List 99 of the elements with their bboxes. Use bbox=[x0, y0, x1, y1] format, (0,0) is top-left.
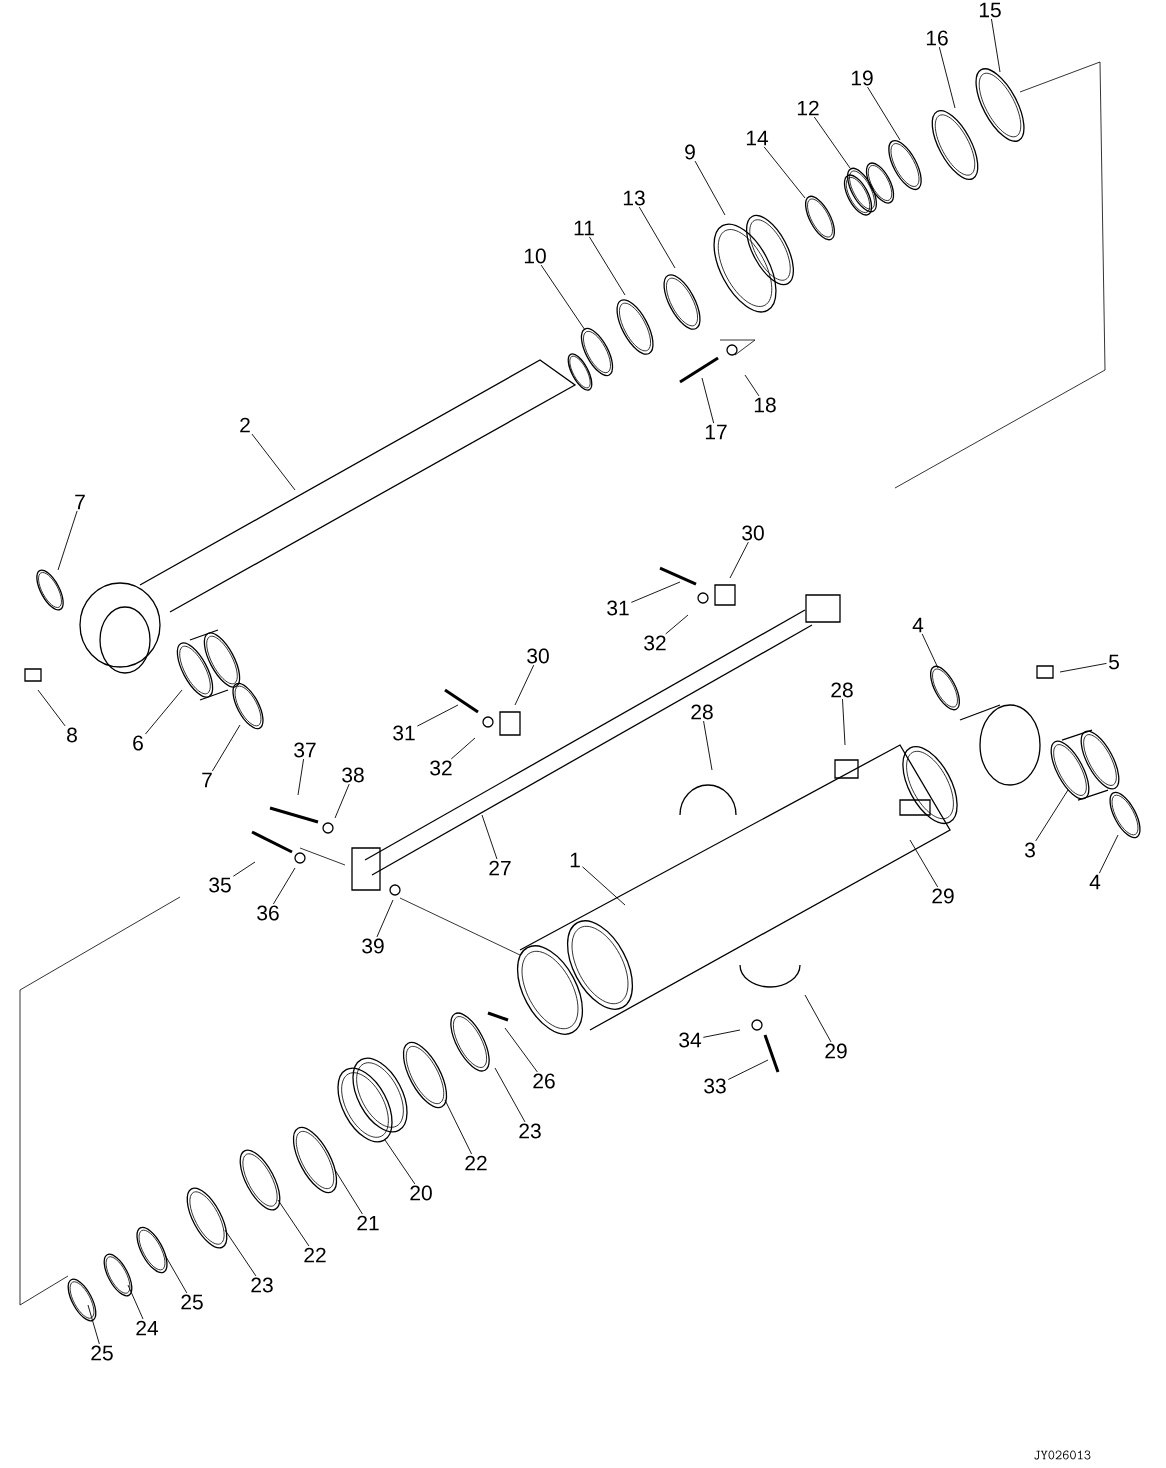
leader-line bbox=[273, 867, 296, 905]
callout-number: 13 bbox=[623, 190, 645, 206]
leader-line bbox=[729, 541, 749, 579]
leader-line bbox=[514, 664, 535, 706]
leader-line bbox=[416, 704, 459, 727]
leader-line bbox=[588, 236, 626, 296]
leader-line bbox=[703, 720, 713, 771]
callout-number: 38 bbox=[342, 767, 364, 783]
leader-line bbox=[57, 510, 78, 571]
leader-line bbox=[211, 724, 241, 772]
leader-line bbox=[630, 581, 681, 603]
leader-line bbox=[504, 1027, 538, 1073]
leader-line bbox=[867, 86, 901, 141]
callout-number: 3 bbox=[1024, 842, 1035, 858]
callout-number: 29 bbox=[932, 888, 954, 904]
leader-line bbox=[540, 264, 586, 331]
leader-line bbox=[842, 698, 846, 746]
leader-line bbox=[444, 1099, 473, 1155]
callout-number: 16 bbox=[926, 30, 948, 46]
callout-number: 37 bbox=[294, 742, 316, 758]
callout-number: 30 bbox=[742, 525, 764, 541]
callout-number: 23 bbox=[251, 1277, 273, 1293]
callout-number: 2 bbox=[240, 417, 250, 433]
leader-line bbox=[909, 839, 939, 888]
callout-number: 23 bbox=[519, 1123, 541, 1139]
callout-number: 31 bbox=[607, 600, 629, 616]
callout-number: 4 bbox=[1089, 874, 1101, 890]
leader-line bbox=[991, 18, 1001, 73]
leader-line bbox=[232, 861, 256, 877]
leader-line bbox=[37, 689, 66, 727]
leader-line bbox=[665, 614, 689, 635]
leader-line bbox=[145, 689, 183, 735]
leader-line bbox=[384, 1139, 416, 1185]
leader-line bbox=[224, 1229, 257, 1277]
callout-number: 33 bbox=[704, 1078, 726, 1094]
leader-line bbox=[1035, 789, 1069, 842]
callout-number: 39 bbox=[362, 938, 384, 954]
callout-number: 7 bbox=[75, 494, 85, 510]
leader-line bbox=[450, 737, 476, 760]
leader-line bbox=[376, 899, 394, 938]
leader-line bbox=[763, 146, 806, 199]
leader-line bbox=[277, 1199, 310, 1247]
leader-line bbox=[87, 1304, 100, 1345]
callout-number: 4 bbox=[912, 617, 924, 633]
callout-number: 9 bbox=[685, 144, 695, 160]
callout-number: 25 bbox=[91, 1345, 113, 1361]
leader-line bbox=[804, 994, 832, 1043]
drawing-number: JY026013 bbox=[1034, 1450, 1091, 1460]
callout-number: 21 bbox=[357, 1215, 379, 1231]
leader-line bbox=[1059, 662, 1107, 673]
leader-line bbox=[334, 783, 350, 819]
callout-number: 18 bbox=[754, 397, 776, 413]
callout-number: 29 bbox=[825, 1043, 847, 1059]
leader-line bbox=[638, 206, 676, 269]
leader-line bbox=[938, 46, 956, 109]
callout-number: 26 bbox=[533, 1073, 555, 1089]
callout-number: 11 bbox=[574, 220, 594, 236]
leader-line bbox=[744, 374, 760, 397]
callout-number: 14 bbox=[746, 130, 769, 146]
callout-number: 1 bbox=[570, 852, 580, 868]
callout-number: 12 bbox=[797, 100, 819, 116]
leader-line bbox=[701, 377, 715, 424]
leader-line bbox=[481, 814, 498, 860]
callout-number: 8 bbox=[67, 727, 77, 743]
callout-number: 17 bbox=[705, 424, 727, 440]
callout-number: 6 bbox=[133, 735, 143, 751]
leader-line bbox=[297, 758, 305, 796]
leader-line bbox=[494, 1067, 526, 1123]
callout-number: 28 bbox=[691, 704, 713, 720]
leader-line bbox=[127, 1284, 144, 1320]
callout-number: 30 bbox=[527, 648, 549, 664]
leader-line bbox=[813, 116, 851, 169]
callout-number: 35 bbox=[209, 877, 231, 893]
callout-number: 7 bbox=[202, 772, 212, 788]
callout-number: 27 bbox=[489, 860, 511, 876]
leader-line bbox=[702, 1029, 741, 1038]
leader-line bbox=[334, 1169, 363, 1215]
leader-line bbox=[582, 866, 626, 906]
callout-number: 15 bbox=[979, 2, 1001, 18]
callout-number: 32 bbox=[644, 635, 666, 651]
callout-number: 20 bbox=[410, 1185, 432, 1201]
leader-line bbox=[727, 1059, 769, 1080]
callout-number: 24 bbox=[136, 1320, 159, 1336]
callout-number: 25 bbox=[181, 1294, 203, 1310]
leader-line bbox=[921, 633, 939, 669]
callout-number: 34 bbox=[679, 1032, 702, 1048]
leader-line bbox=[694, 160, 726, 216]
callout-number: 28 bbox=[831, 682, 853, 698]
leader-line bbox=[164, 1254, 188, 1294]
callout-number: 19 bbox=[851, 70, 873, 86]
callout-number: 5 bbox=[1109, 654, 1119, 670]
callout-number: 22 bbox=[465, 1155, 487, 1171]
callout-number: 36 bbox=[257, 905, 279, 921]
callout-number: 31 bbox=[393, 725, 415, 741]
callout-number: 22 bbox=[304, 1247, 326, 1263]
leader-line bbox=[1098, 834, 1119, 874]
callout-number: 10 bbox=[524, 248, 546, 264]
leader-line bbox=[251, 433, 296, 491]
callout-number: 32 bbox=[430, 760, 452, 776]
